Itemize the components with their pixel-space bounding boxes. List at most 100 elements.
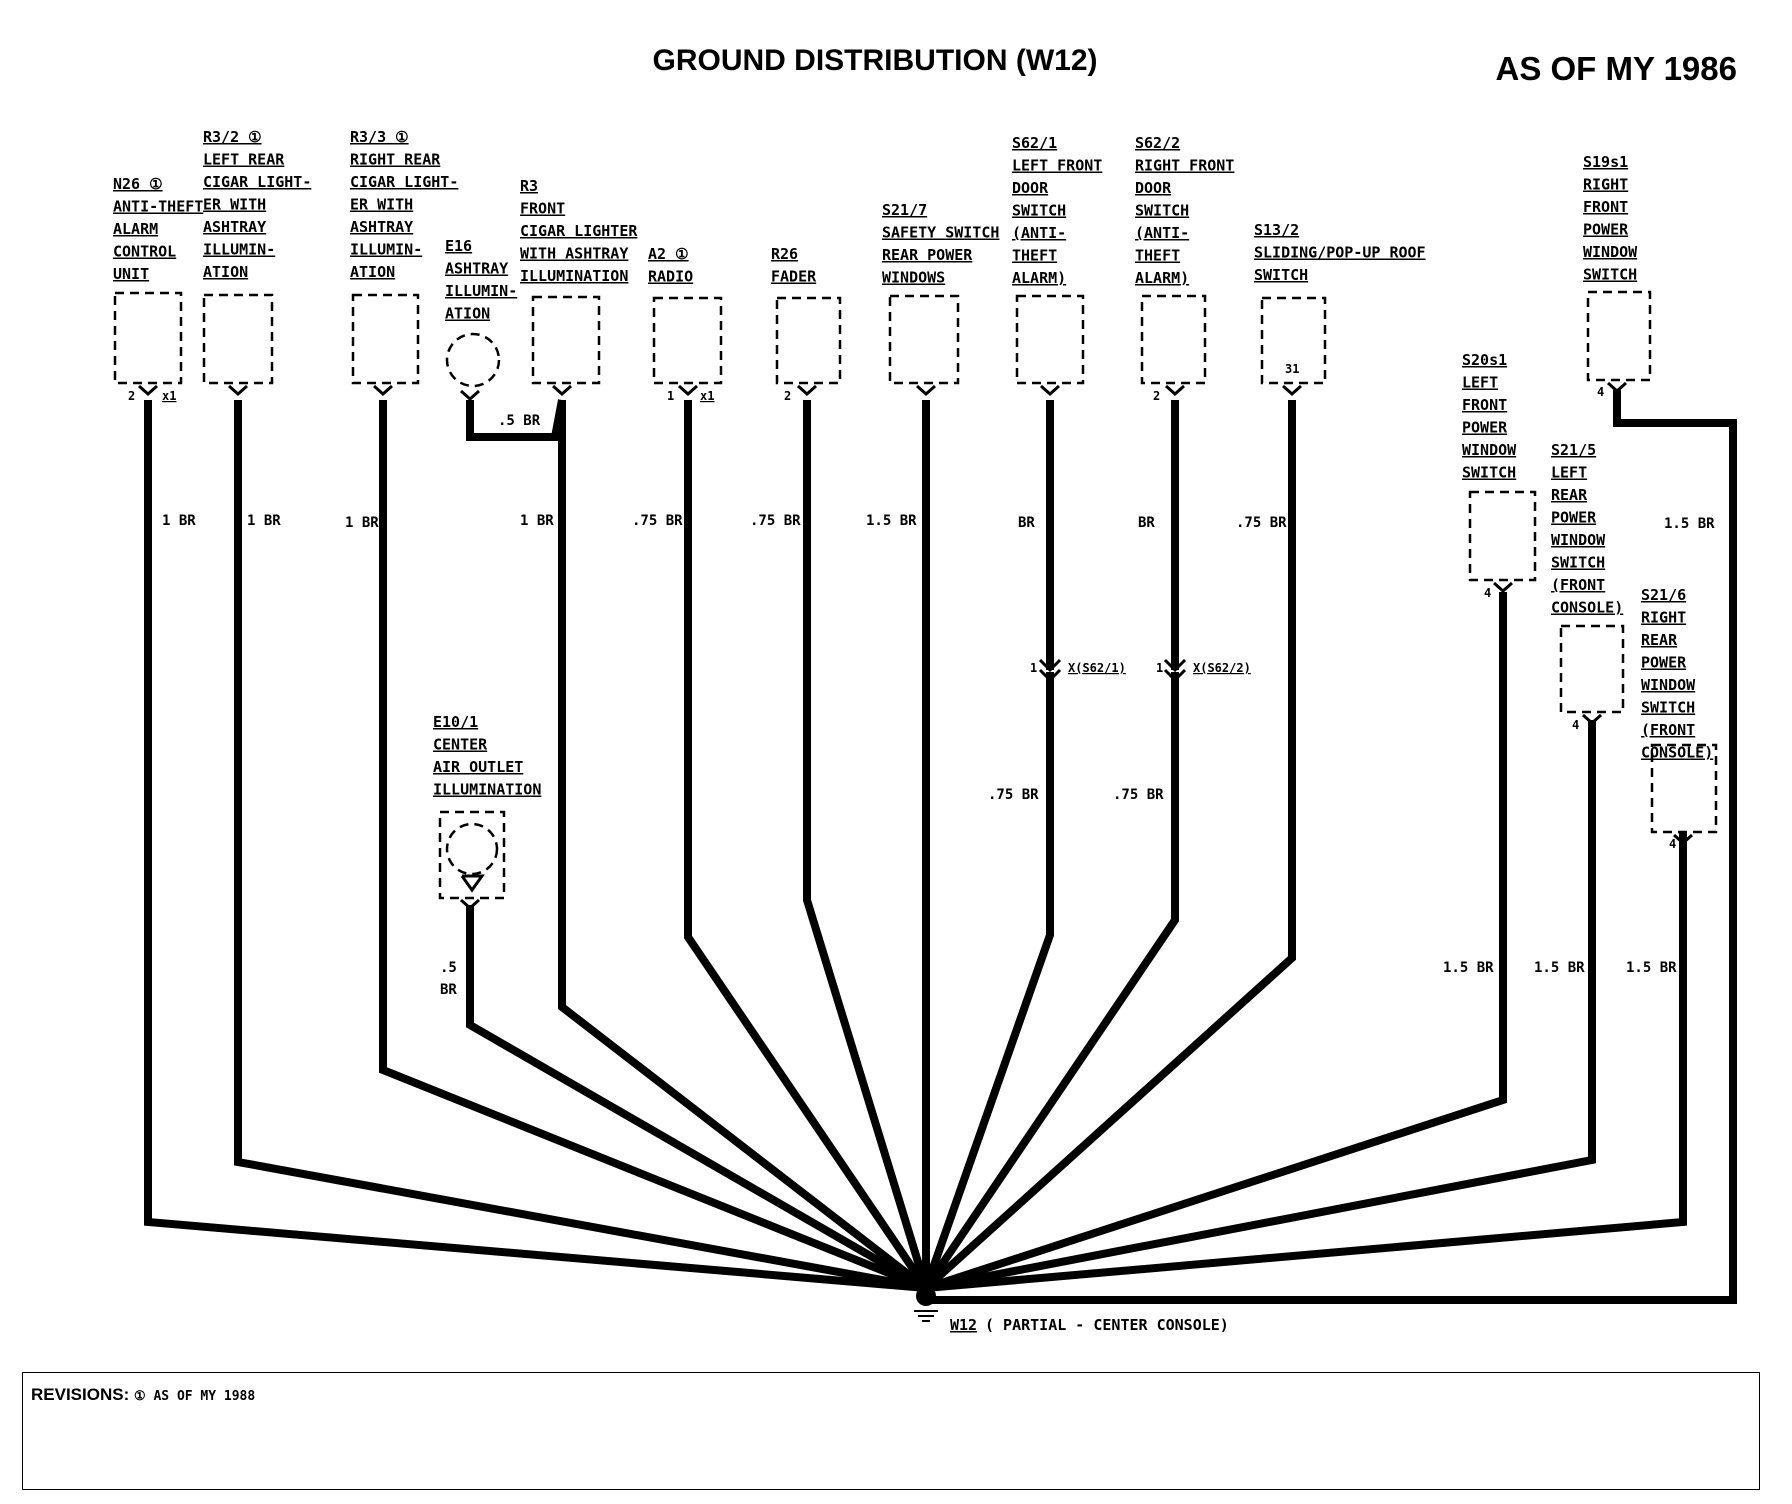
label-s19s1-line: POWER bbox=[1583, 221, 1629, 239]
pin-inner-s132: 31 bbox=[1285, 362, 1299, 376]
terminal-s19s1 bbox=[1607, 381, 1627, 394]
component-boxes bbox=[113, 290, 1718, 900]
label-r33-line: CIGAR LIGHT- bbox=[350, 173, 458, 191]
wire-size-s215: 1.5 BR bbox=[1534, 960, 1585, 976]
box-e16 bbox=[445, 332, 501, 388]
wire-size-e101: .5 bbox=[440, 960, 457, 976]
label-e101-line: E10/1 bbox=[433, 713, 478, 731]
label-s20s1-line: POWER bbox=[1462, 419, 1508, 437]
pin-extra-n26: x1 bbox=[162, 389, 176, 403]
label-r33-line: ASHTRAY bbox=[350, 218, 413, 236]
label-r3-line: R3 bbox=[520, 177, 538, 195]
label-n26-line: UNIT bbox=[113, 265, 149, 283]
label-s216-line: WINDOW bbox=[1641, 676, 1696, 694]
label-r33-line: RIGHT REAR bbox=[350, 151, 441, 169]
pin-a2: 1 bbox=[667, 389, 674, 403]
terminal-e101 bbox=[460, 898, 480, 911]
diagram-title: GROUND DISTRIBUTION (W12) bbox=[653, 44, 1098, 77]
label-s215-line: WINDOW bbox=[1551, 531, 1606, 549]
label-s20s1-line: SWITCH bbox=[1462, 464, 1516, 482]
connector-s622-top bbox=[1163, 658, 1187, 673]
wire-s622-lower bbox=[922, 672, 1179, 1291]
label-e16-line: ILLUMIN- bbox=[445, 282, 517, 300]
box-s132 bbox=[1260, 296, 1327, 385]
wire-size-s622-lower: .75 BR bbox=[1113, 787, 1164, 803]
pin-s20s1: 4 bbox=[1484, 586, 1491, 600]
label-s19s1-line: RIGHT bbox=[1583, 176, 1628, 194]
label-s217-line: REAR POWER bbox=[882, 246, 973, 264]
label-s19s1-line: S19s1 bbox=[1583, 153, 1628, 171]
label-s215-line: POWER bbox=[1551, 509, 1597, 527]
wire-size-e101: BR bbox=[440, 982, 457, 998]
label-s215-line: S21/5 bbox=[1551, 441, 1596, 459]
box-s216 bbox=[1650, 743, 1718, 834]
wire-size-a2: .75 BR bbox=[632, 513, 683, 529]
label-r26-line: R26 bbox=[771, 245, 798, 263]
label-r32-line: ASHTRAY bbox=[203, 218, 266, 236]
label-s20s1-line: S20s1 bbox=[1462, 351, 1507, 369]
terminal-s622 bbox=[1165, 384, 1185, 397]
terminal-s217 bbox=[916, 384, 936, 397]
wire-s19s1 bbox=[926, 390, 1737, 1304]
wire-r32 bbox=[234, 400, 927, 1292]
label-r33-line: ATION bbox=[350, 263, 395, 281]
label-r33-line: ER WITH bbox=[350, 196, 413, 214]
pin-s215: 4 bbox=[1572, 718, 1579, 732]
label-e16-line: E16 bbox=[445, 237, 472, 255]
label-n26-line: CONTROL bbox=[113, 243, 176, 261]
ground-symbol bbox=[914, 1286, 938, 1322]
label-a2-line: RADIO bbox=[648, 268, 693, 286]
wire-size-s132: .75 BR bbox=[1236, 515, 1287, 531]
ground-point-label: ( PARTIAL - CENTER CONSOLE) bbox=[985, 1316, 1229, 1334]
label-n26-line: ALARM bbox=[113, 220, 158, 238]
label-s622-line: RIGHT FRONT bbox=[1135, 157, 1234, 175]
label-r32-line: CIGAR LIGHT- bbox=[203, 173, 311, 191]
label-r32-line: ATION bbox=[203, 263, 248, 281]
label-s216-line: REAR bbox=[1641, 631, 1678, 649]
label-s132-line: SWITCH bbox=[1254, 266, 1308, 284]
wire-size-s621-lower: .75 BR bbox=[988, 787, 1039, 803]
terminal-r26 bbox=[797, 384, 817, 397]
wire-s621-lower bbox=[922, 672, 1054, 1290]
box-e101 bbox=[438, 810, 506, 900]
label-r32-line: R3/2 ① bbox=[203, 128, 262, 146]
box-r33 bbox=[351, 293, 420, 385]
pin-extra-a2: x1 bbox=[700, 389, 714, 403]
connector-s621-top bbox=[1038, 658, 1062, 673]
wire-n26 bbox=[144, 400, 927, 1292]
wire-size-s621: BR bbox=[1018, 515, 1035, 531]
wire-r33 bbox=[379, 400, 928, 1292]
label-r3-line: ILLUMINATION bbox=[520, 267, 628, 285]
label-s622-line: DOOR bbox=[1135, 179, 1172, 197]
terminal-s621 bbox=[1040, 384, 1060, 397]
label-e101-line: CENTER bbox=[433, 736, 488, 754]
label-r3-line: CIGAR LIGHTER bbox=[520, 222, 638, 240]
pin-r26: 2 bbox=[784, 389, 791, 403]
label-s19s1-line: SWITCH bbox=[1583, 266, 1637, 284]
wire-s216 bbox=[925, 833, 1687, 1292]
label-r32-line: ER WITH bbox=[203, 196, 266, 214]
label-e16-line: ASHTRAY bbox=[445, 260, 508, 278]
label-s622-line: S62/2 bbox=[1135, 134, 1180, 152]
revision-note: ① AS OF MY 1988 bbox=[133, 1389, 256, 1404]
wire-s215 bbox=[925, 720, 1596, 1292]
terminal-markers bbox=[138, 381, 1693, 911]
terminal-s132 bbox=[1282, 384, 1302, 397]
label-s216-line: POWER bbox=[1641, 654, 1687, 672]
label-n26-line: N26 ① bbox=[113, 175, 163, 193]
label-s215-line: CONSOLE) bbox=[1551, 599, 1623, 617]
terminal-e16 bbox=[460, 389, 480, 402]
terminal-s216 bbox=[1673, 833, 1693, 846]
label-s216-line: SWITCH bbox=[1641, 699, 1695, 717]
label-a2-line: A2 ① bbox=[648, 245, 689, 263]
box-s217 bbox=[888, 294, 960, 385]
pin-s216: 4 bbox=[1669, 837, 1676, 851]
label-s217-line: S21/7 bbox=[882, 201, 927, 219]
wire-size-s217: 1.5 BR bbox=[866, 513, 917, 529]
label-e16-line: ATION bbox=[445, 305, 490, 323]
box-s20s1 bbox=[1468, 490, 1537, 582]
label-r26-line: FADER bbox=[771, 268, 817, 286]
